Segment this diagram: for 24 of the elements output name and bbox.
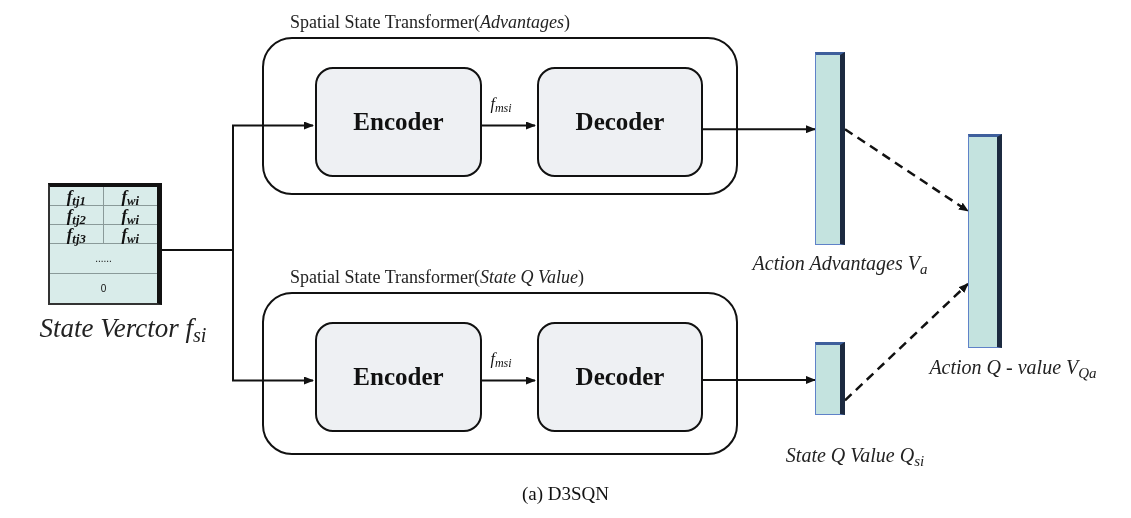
dashed-arrow: [844, 128, 969, 213]
table-cell: f$_{tj1}$: [50, 187, 104, 206]
node-caption: Action Advantages V$_{a}$: [750, 251, 929, 278]
vector-bar: [815, 52, 845, 245]
table-cell-text: 0: [99, 282, 108, 296]
process-box: Encoder: [315, 322, 482, 432]
process-box: Decoder: [537, 67, 703, 177]
vector-bar: [815, 342, 845, 415]
process-box: Decoder: [537, 322, 703, 432]
node-caption: Action Q - value V$_{Qa}$: [927, 355, 1098, 382]
table-cell: f$_{wi}$: [103, 225, 157, 244]
vector-bar: [968, 134, 1002, 348]
node-caption: State Verctor f$_{si}$: [38, 312, 208, 349]
figure-caption: (a) D3SQN: [520, 482, 611, 506]
module-title: Spatial State Transformer(State Q Value): [290, 266, 584, 289]
table-cell: f$_{wi}$: [103, 206, 157, 225]
state-vector-table: [48, 183, 162, 305]
process-box: Encoder: [315, 67, 482, 177]
edge-label: f$_{msi}$: [489, 350, 513, 367]
dashed-arrow: [844, 282, 969, 402]
table-cell: f$_{wi}$: [103, 187, 157, 206]
module-title: Spatial State Transformer(Advantages): [290, 11, 570, 34]
edge-label: f$_{msi}$: [489, 95, 513, 112]
node-caption: State Q Value Q$_{si}$: [784, 443, 926, 470]
